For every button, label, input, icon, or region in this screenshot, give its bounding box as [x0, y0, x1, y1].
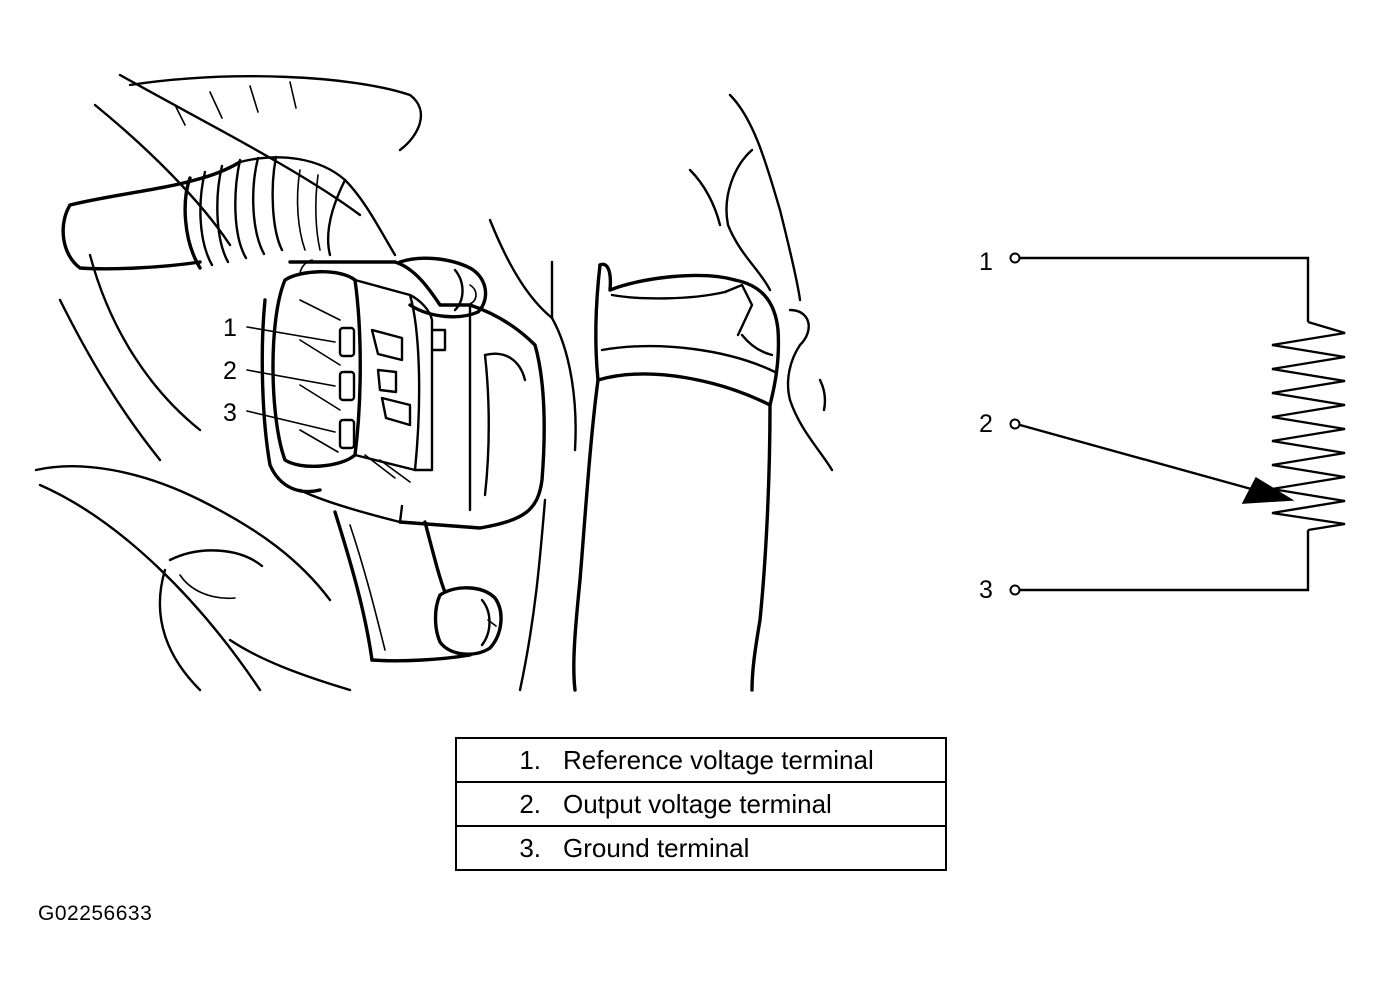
legend-text: Ground terminal	[563, 833, 750, 863]
schematic-terminal-2-label: 2	[979, 410, 993, 438]
sensor-callout-3: 3	[223, 399, 237, 427]
legend-number: 2.	[519, 789, 541, 819]
figure-id: G02256633	[38, 902, 153, 925]
schematic-terminal-1	[1009, 252, 1021, 264]
schematic-terminal-2	[1009, 418, 1021, 430]
resistor-zigzag	[1271, 320, 1346, 532]
terminal-legend-table: 1. Reference voltage terminal 2. Output vo…	[455, 737, 947, 871]
schematic-terminal-3-label: 3	[979, 576, 993, 604]
sensor-callout-1: 1	[223, 314, 237, 342]
wiper-arrow	[1019, 423, 1263, 494]
legend-text: Reference voltage terminal	[563, 745, 874, 775]
throttle-position-sensor	[260, 259, 546, 663]
legend-number: 1.	[519, 745, 541, 775]
engine-background-illustration	[34, 73, 834, 692]
schematic-terminal-3	[1009, 584, 1021, 596]
legend-text: Output voltage terminal	[563, 789, 832, 819]
table-row: 3. Ground terminal	[455, 825, 947, 871]
sensor-callouts: 1 2 3	[223, 314, 336, 433]
schematic-terminal-1-label: 1	[979, 248, 993, 276]
sensor-callout-2: 2	[223, 357, 237, 385]
table-row: 2. Output voltage terminal	[455, 781, 947, 827]
table-row: 1. Reference voltage terminal	[455, 737, 947, 783]
potentiometer-schematic: 1 2 3	[979, 248, 1346, 604]
legend-number: 3.	[519, 833, 541, 863]
